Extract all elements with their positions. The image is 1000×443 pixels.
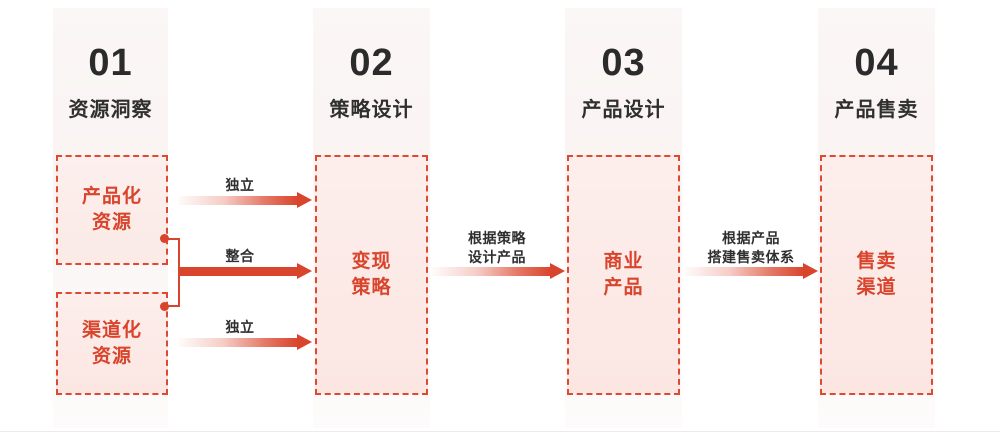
- arrow-independent-bottom: [178, 334, 312, 350]
- box-commercial-product[interactable]: 商业 产品: [567, 155, 680, 395]
- box-sales-channel[interactable]: 售卖 渠道: [820, 155, 933, 395]
- column-title-3: 产品设计: [581, 99, 666, 121]
- bracket-arm-top: [164, 238, 180, 240]
- column-title-1: 资源洞察: [68, 99, 153, 121]
- arrow-head-icon: [297, 263, 312, 279]
- arrow-strategy-to-product: [432, 263, 565, 279]
- box-monetization-strategy[interactable]: 变现 策略: [315, 155, 428, 395]
- bottom-divider: [0, 431, 1000, 432]
- bracket-vertical: [178, 238, 180, 307]
- column-title-2: 策略设计: [329, 99, 414, 121]
- box-sales-channel-label: 售卖 渠道: [856, 251, 897, 298]
- arrow-product-to-channel: [684, 263, 818, 279]
- arrow-head-icon: [297, 334, 312, 350]
- box-channelized-resource-label: 渠道化 资源: [81, 319, 142, 367]
- arrow-product-to-channel-label: 根据产品 搭建售卖体系: [707, 230, 795, 265]
- arrow-independent-top: [178, 192, 312, 208]
- arrow-head-icon: [550, 263, 565, 279]
- bracket-arm-bottom: [164, 305, 180, 307]
- arrow-head-icon: [297, 192, 312, 208]
- box-productized-resource[interactable]: 产品化 资源: [56, 155, 168, 265]
- arrow-independent-bottom-label: 独立: [225, 319, 255, 335]
- arrow-shaft: [178, 267, 298, 276]
- arrow-integration: [178, 263, 312, 279]
- arrow-shaft: [684, 267, 804, 276]
- bracket-connector: [160, 230, 190, 318]
- box-productized-resource-label: 产品化 资源: [81, 186, 142, 233]
- arrow-independent-top-label: 独立: [225, 177, 255, 193]
- arrow-shaft: [432, 267, 551, 276]
- column-number-1: 01: [88, 42, 133, 84]
- arrow-shaft: [178, 338, 298, 347]
- column-number-2: 02: [349, 42, 394, 84]
- column-title-4: 产品售卖: [834, 99, 919, 121]
- box-monetization-strategy-label: 变现 策略: [351, 251, 392, 298]
- arrow-strategy-to-product-label: 根据策略 设计产品: [468, 230, 526, 265]
- arrow-shaft: [178, 196, 298, 205]
- arrow-head-icon: [803, 263, 818, 279]
- box-commercial-product-label: 商业 产品: [603, 251, 644, 298]
- arrow-integration-label: 整合: [225, 248, 255, 264]
- column-number-4: 04: [854, 42, 899, 84]
- column-number-3: 03: [601, 42, 646, 84]
- box-channelized-resource[interactable]: 渠道化 资源: [56, 292, 168, 395]
